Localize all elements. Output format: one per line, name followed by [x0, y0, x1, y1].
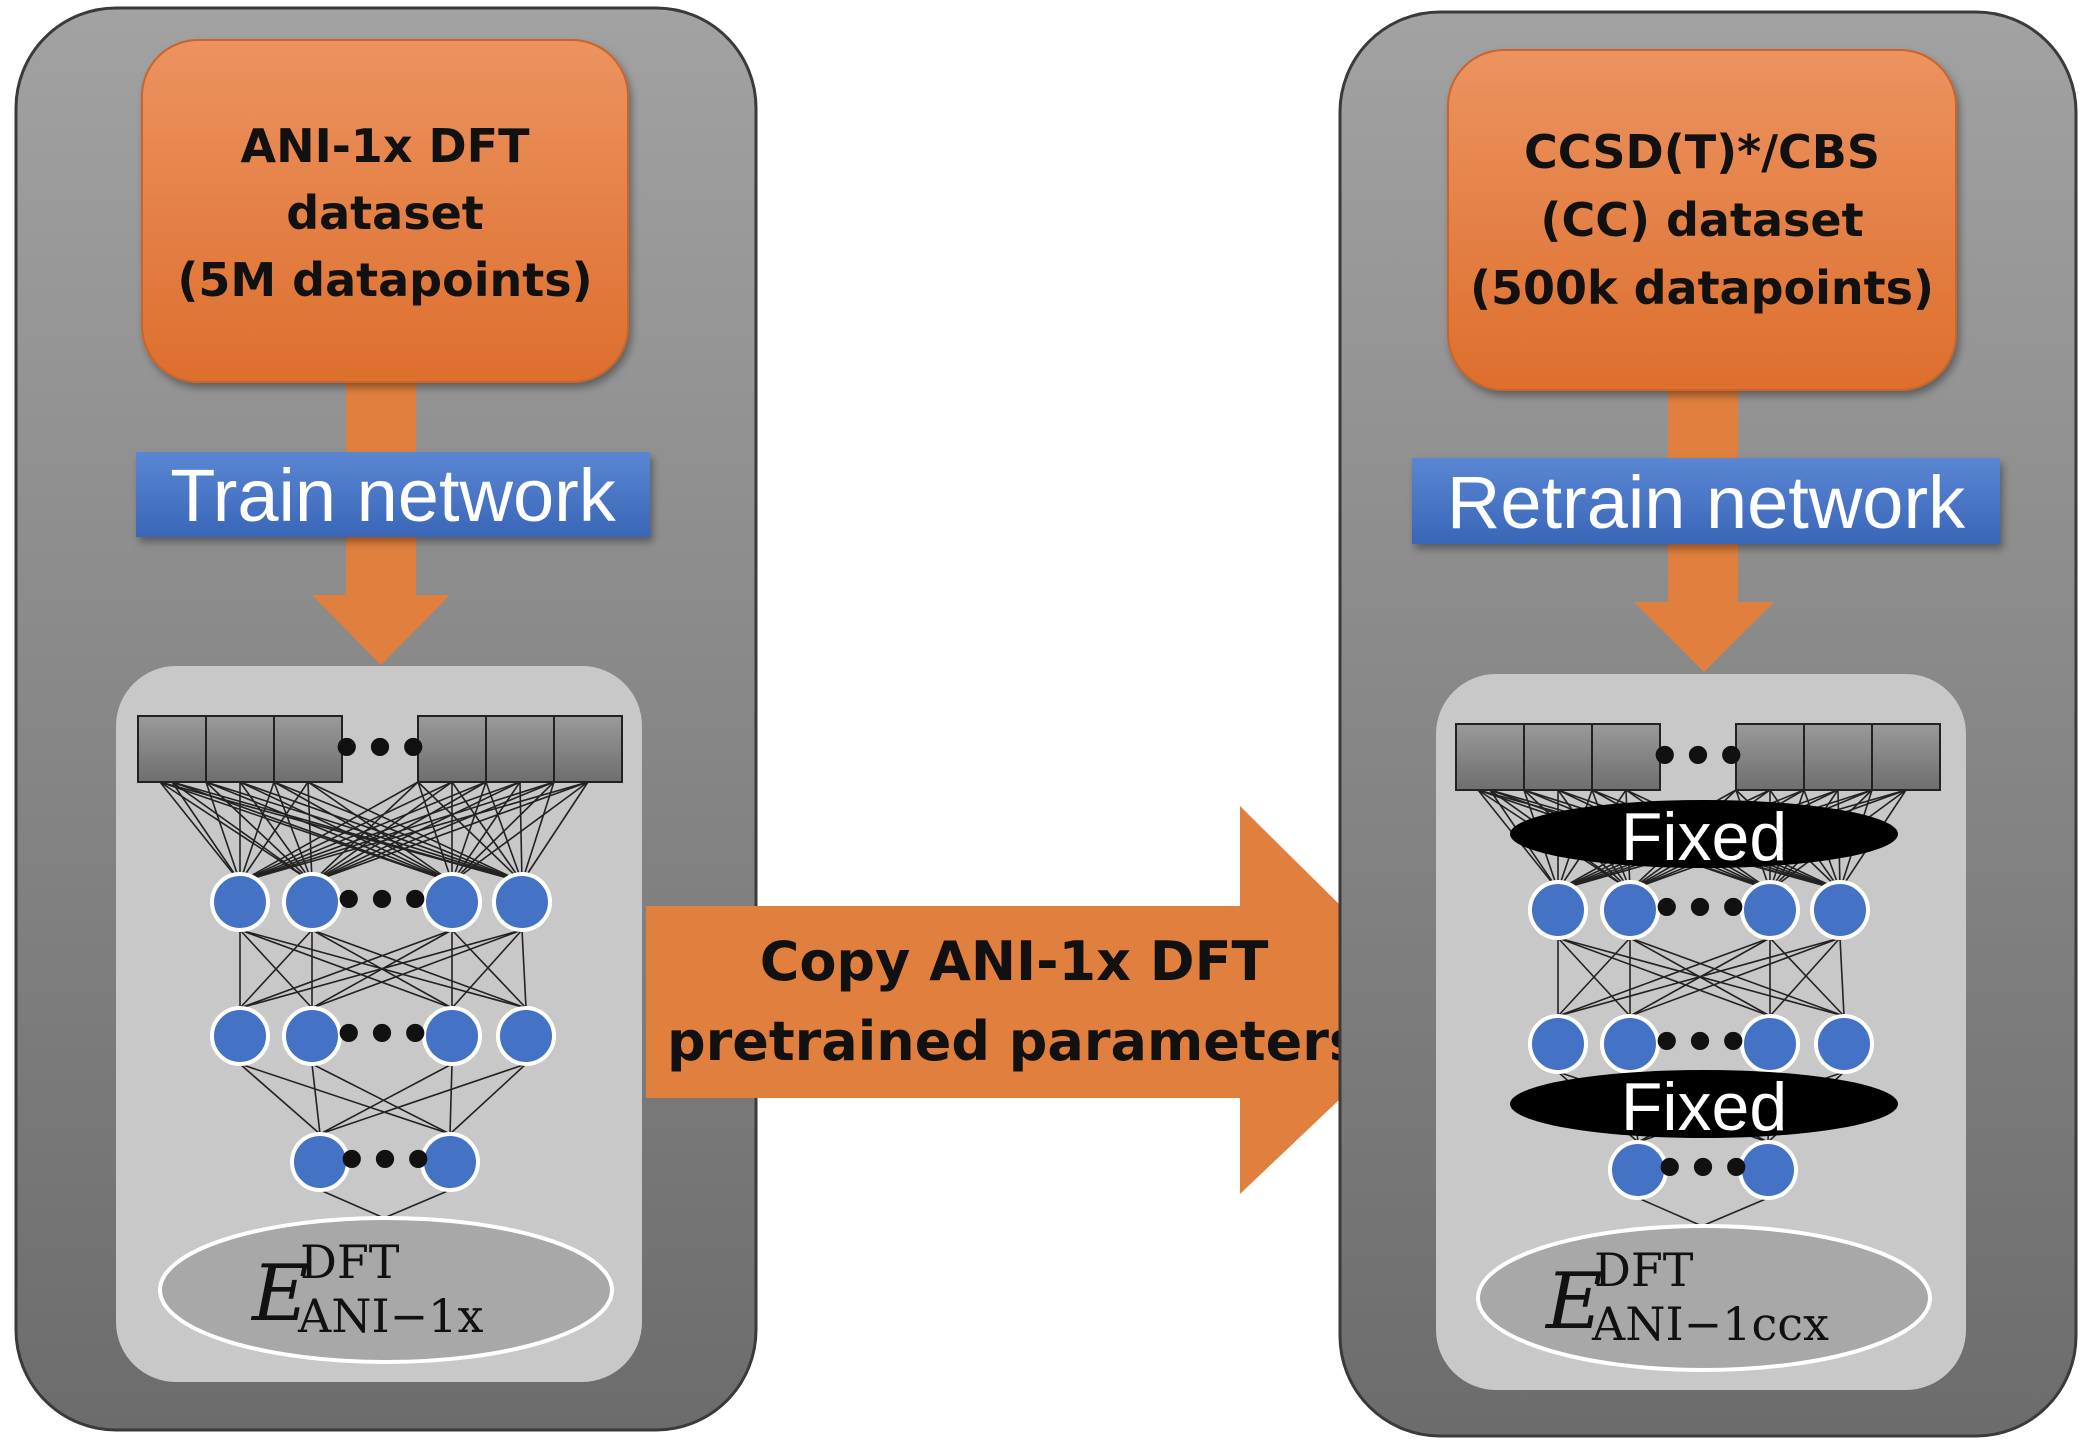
left-ellipsis: •••	[335, 1131, 435, 1191]
left-input-box	[273, 715, 343, 783]
left-node	[422, 872, 482, 932]
left-energy-subscript: ANI−1x	[297, 1289, 483, 1343]
right-node	[1608, 1140, 1668, 1200]
left-train-label-box	[136, 452, 650, 537]
left-ellipsis: •••	[332, 871, 432, 931]
right-input-box	[1803, 723, 1873, 791]
left-dataset-line-1: ANI-1x DFT	[241, 119, 531, 173]
right-train-label: Retrain network	[1447, 461, 1966, 544]
right-node	[1740, 1014, 1800, 1074]
right-node	[1810, 880, 1870, 940]
right-dataset-line-1: CCSD(T)*/CBS	[1524, 125, 1880, 179]
right-node	[1528, 880, 1588, 940]
right-input-box	[1735, 723, 1805, 791]
right-node	[1740, 880, 1800, 940]
center-arrow-line-1: Copy ANI-1x DFT	[760, 930, 1269, 993]
right-input-box	[1455, 723, 1525, 791]
left-panel: ANI-1x DFT dataset (5M datapoints) Train…	[14, 6, 758, 1432]
left-dataset-line-3: (5M datapoints)	[177, 253, 592, 307]
left-input-box	[417, 715, 487, 783]
right-dataset-line-3: (500k datapoints)	[1470, 261, 1934, 315]
left-dataset-box	[141, 39, 629, 383]
right-train-label-box	[1412, 458, 2000, 544]
left-energy-superscript: DFT	[300, 1235, 400, 1289]
right-ellipsis: •••	[1650, 879, 1750, 939]
right-energy-symbol: E	[1544, 1257, 1603, 1347]
center-arrow-shape	[646, 806, 1440, 1194]
left-input-box	[485, 715, 555, 783]
center-arrow: Copy ANI-1x DFT pretrained parameters	[646, 806, 1440, 1194]
left-network-panel	[116, 666, 642, 1382]
left-node	[282, 872, 342, 932]
right-input-box	[1523, 723, 1593, 791]
left-input-box	[137, 715, 207, 783]
left-connections	[159, 781, 589, 1219]
left-input-box	[553, 715, 623, 783]
left-train-label: Train network	[170, 454, 617, 537]
right-fixed-label-2: Fixed	[1621, 1069, 1787, 1145]
left-input-box	[205, 715, 275, 783]
left-node	[422, 1006, 482, 1066]
left-node	[282, 1006, 342, 1066]
right-node	[1600, 1014, 1660, 1074]
left-arrow-head	[312, 595, 450, 665]
right-input-box	[1871, 723, 1941, 791]
right-fixed-ellipse-1	[1510, 800, 1898, 868]
left-energy-ellipse	[158, 1216, 614, 1364]
right-energy-subscript: ANI−1ccx	[1591, 1297, 1829, 1351]
left-dataset-line-2: dataset	[286, 186, 484, 240]
left-node	[496, 1006, 556, 1066]
right-fixed-label-1: Fixed	[1621, 799, 1787, 875]
left-energy-symbol: E	[250, 1249, 309, 1339]
left-ellipsis: •••	[332, 1005, 432, 1065]
center-arrow-line-2: pretrained parameters	[667, 1010, 1361, 1073]
left-network: ••• ••• ••• •••	[137, 715, 623, 1219]
right-ellipsis: •••	[1653, 1139, 1753, 1199]
right-node	[1814, 1014, 1874, 1074]
right-fixed-ellipse-2	[1510, 1070, 1898, 1138]
left-node	[290, 1132, 350, 1192]
right-node	[1600, 880, 1660, 940]
left-node	[420, 1132, 480, 1192]
left-node	[210, 1006, 270, 1066]
right-input-box	[1591, 723, 1661, 791]
left-node	[210, 872, 270, 932]
right-energy-ellipse	[1476, 1224, 1932, 1372]
right-dataset-line-2: (CC) dataset	[1540, 193, 1863, 247]
left-ellipsis: •••	[330, 719, 430, 779]
right-dataset-box	[1447, 49, 1957, 391]
right-node	[1738, 1140, 1798, 1200]
right-node	[1528, 1014, 1588, 1074]
right-ellipsis: •••	[1648, 727, 1748, 787]
right-energy-superscript: DFT	[1594, 1243, 1694, 1297]
right-panel: CCSD(T)*/CBS (CC) dataset (500k datapoin…	[1338, 10, 2078, 1438]
right-arrow-head	[1634, 602, 1774, 672]
right-ellipsis: •••	[1650, 1013, 1750, 1073]
left-node	[492, 872, 552, 932]
